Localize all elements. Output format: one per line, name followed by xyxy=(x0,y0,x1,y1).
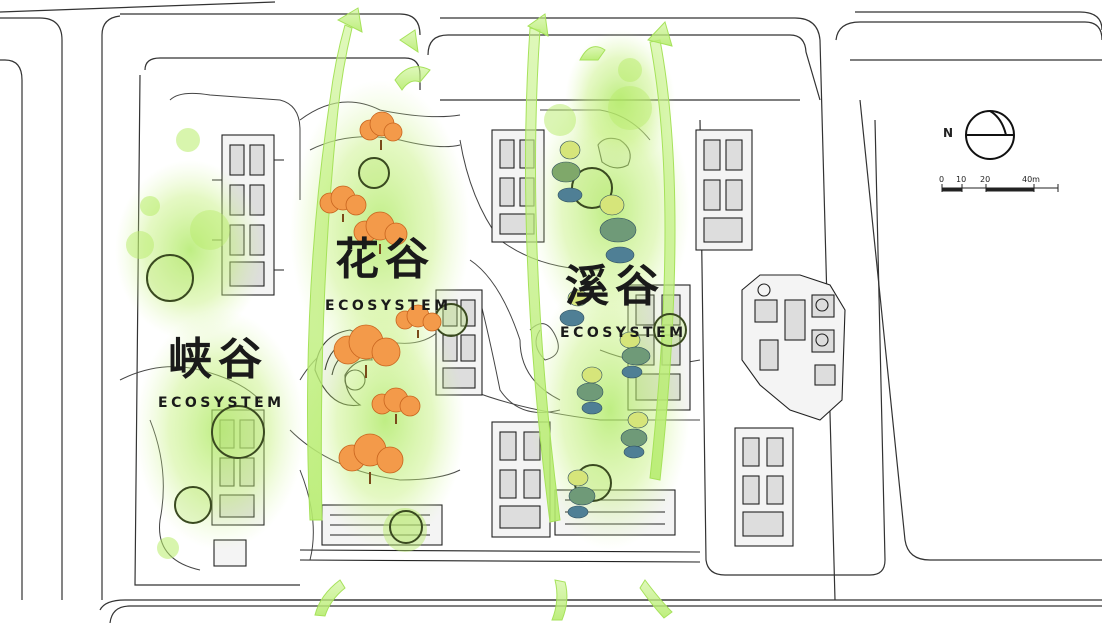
stream-trees xyxy=(551,140,651,519)
building-east-lower xyxy=(734,427,794,547)
orange-tree-icon xyxy=(333,324,401,378)
orange-tree-icon xyxy=(338,433,404,484)
orange-tree-icon xyxy=(319,185,367,222)
flower-trees xyxy=(319,111,442,484)
blue-tree-icon xyxy=(559,289,589,327)
north-arrow-icon xyxy=(965,110,1015,160)
flow-arrows xyxy=(307,7,676,621)
blue-tree-icon xyxy=(567,469,596,519)
blue-tree-icon xyxy=(620,411,649,459)
orange-tree-icon xyxy=(359,111,403,150)
zone-subtitle-flower: ECOSYSTEM xyxy=(325,298,452,314)
blue-tree-icon xyxy=(576,366,604,415)
zone-title-stream: 溪谷 xyxy=(565,261,665,312)
blue-tree-icon xyxy=(551,140,583,203)
zone-subtitle-canyon: ECOSYSTEM xyxy=(158,395,285,411)
building-east-upper xyxy=(695,129,753,251)
north-label: N xyxy=(943,126,954,140)
orange-tree-icon xyxy=(395,304,442,338)
scale-bar-icon xyxy=(941,184,1059,192)
orange-tree-icon xyxy=(371,387,421,424)
scale-tick-20: 20 xyxy=(980,175,991,184)
zone-title-canyon: 峡谷 xyxy=(168,334,268,385)
green-glow-areas xyxy=(115,30,690,559)
zone-title-flower: 花谷 xyxy=(335,234,435,285)
node-circles xyxy=(146,157,687,544)
scale-tick-40m: 40m xyxy=(1022,175,1040,184)
scale-tick-0: 0 xyxy=(939,175,945,184)
scale-tick-10: 10 xyxy=(956,175,967,184)
blue-tree-icon xyxy=(599,194,637,264)
blue-tree-icon xyxy=(619,331,651,379)
zone-subtitle-stream: ECOSYSTEM xyxy=(560,325,687,341)
orange-tree-icon xyxy=(353,211,408,254)
clubhouse-building xyxy=(741,274,846,421)
